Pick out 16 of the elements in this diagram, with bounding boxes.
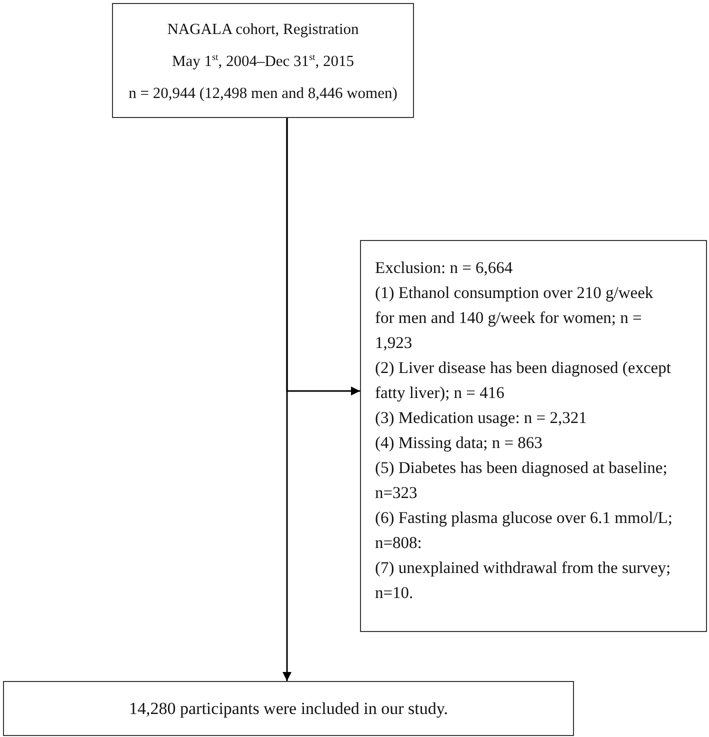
box-text: 14,280 participants were included in our study.	[128, 698, 449, 720]
box-text: n = 20,944 (12,498 men and 8,446 women)	[128, 84, 398, 104]
exclusion-criterion: (1) Ethanol consumption over 210 g/week for men and 140 g/week for women; n = 1,923	[375, 282, 654, 354]
exclusion-criterion: (4) Missing data; n = 863	[375, 432, 544, 454]
exclusion-criterion: (3) Medication usage: n = 2,321	[375, 407, 588, 429]
exclusion-criterion: (6) Fasting plasma glucose over 6.1 mmol/L; n=808:	[375, 507, 674, 554]
process-box	[3, 681, 574, 736]
exclusion-criterion: (7) unexplained withdrawal from the survey; n=10.	[375, 557, 672, 604]
box-text: May 1$^{st}$, 2004–Dec 31$^{st}$, 2015	[170, 52, 356, 72]
box-text: Exclusion: n = 6,664	[375, 257, 514, 279]
exclusion-criterion: (5) Diabetes has been diagnosed at baseline; n=323	[375, 457, 668, 504]
arrow	[286, 118, 360, 396]
process-box	[112, 3, 414, 118]
exclusion-box	[360, 240, 707, 632]
box-text: NAGALA cohort, Registration	[166, 20, 360, 40]
exclusion-criterion: (2) Liver disease has been diagnosed (except fatty liver); n = 416	[375, 357, 672, 404]
